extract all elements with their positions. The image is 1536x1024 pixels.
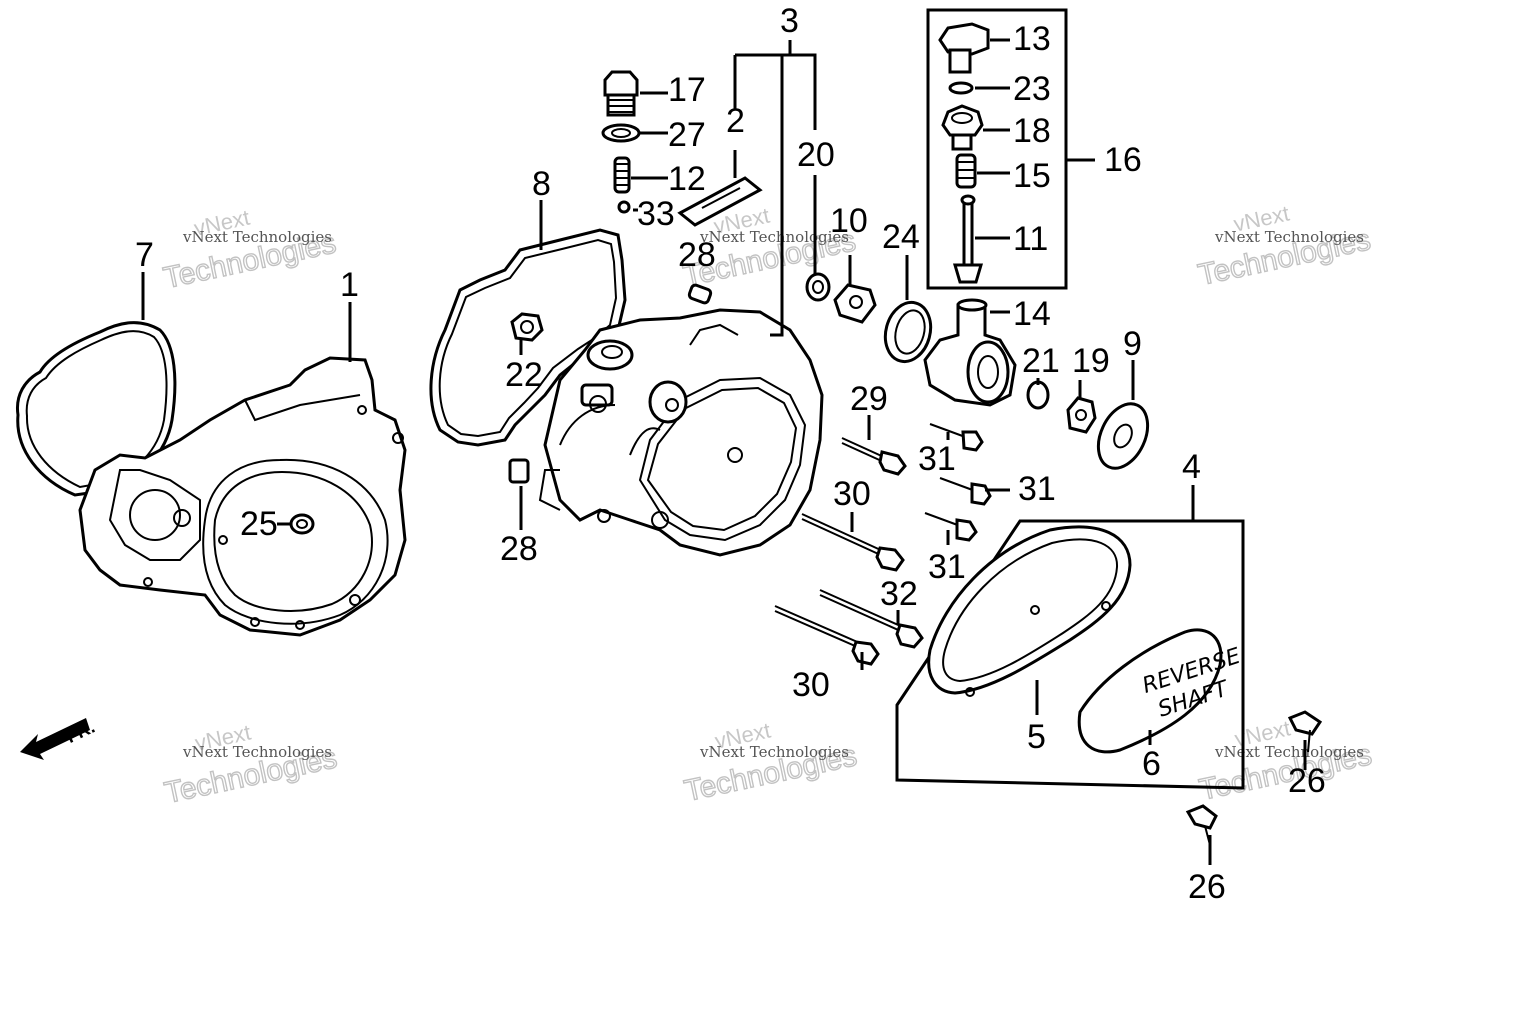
nut-part-22-hole xyxy=(520,320,534,334)
spring-part-12 xyxy=(613,156,631,194)
washer-part-27-hole xyxy=(611,128,631,138)
callout-19: 19 xyxy=(1072,342,1110,380)
callout-23: 23 xyxy=(1013,70,1051,108)
cap-part-18 xyxy=(941,104,984,151)
callout-14: 14 xyxy=(1013,295,1051,333)
dowel-part-28-lower xyxy=(508,458,530,484)
callout-15: 15 xyxy=(1013,157,1051,195)
watermark-small-6: vNext Technologies xyxy=(1214,743,1364,761)
o-ring-inner xyxy=(25,330,168,489)
callout-31-c: 31 xyxy=(928,548,966,586)
assembly-frame-part-4 xyxy=(895,519,1245,790)
callout-29: 29 xyxy=(850,380,888,418)
nut-part-19-hole xyxy=(1075,409,1087,421)
callout-7: 7 xyxy=(135,236,154,274)
front-direction-arrow-icon: FR. xyxy=(20,717,98,760)
gasket-part-8-inner xyxy=(438,238,618,438)
callout-27: 27 xyxy=(668,116,706,154)
callout-1: 1 xyxy=(340,266,359,304)
nut-part-19 xyxy=(1066,396,1097,434)
callout-17: 17 xyxy=(668,71,706,109)
callout-26-lower: 26 xyxy=(1188,868,1226,906)
gasket-part-8 xyxy=(429,228,627,447)
nut-part-22 xyxy=(510,312,544,342)
bolt-part-30-a xyxy=(801,513,905,572)
callout-31-b: 31 xyxy=(1018,470,1056,508)
bolt-part-32 xyxy=(819,589,924,649)
callout-28-lower: 28 xyxy=(500,530,538,568)
plate-part-6: REVERSE SHAFT xyxy=(1077,628,1244,754)
o-ring-part-24-inner xyxy=(894,309,926,355)
callout-24: 24 xyxy=(882,218,920,256)
o-ring-part-7 xyxy=(15,321,177,497)
bolt-part-31-c xyxy=(924,512,978,542)
plug-part-17 xyxy=(603,70,639,117)
washer-part-21 xyxy=(1026,380,1050,410)
bolt-part-31-b xyxy=(939,477,992,506)
callout-numbers: 7 1 8 25 22 28 28 17 27 12 33 2 3 20 10 … xyxy=(135,2,1326,906)
seal-part-25-hole xyxy=(296,519,308,529)
watermark-small-4: vNext Technologies xyxy=(182,743,332,761)
callout-9: 9 xyxy=(1123,325,1142,363)
callout-16: 16 xyxy=(1104,141,1142,179)
leader-lines xyxy=(141,38,1307,865)
washer-part-20 xyxy=(805,272,831,302)
watermark-small-1: vNext Technologies xyxy=(182,228,332,246)
washer-part-27 xyxy=(601,123,641,143)
callout-26-upper: 26 xyxy=(1288,762,1326,800)
watermark-small-3: vNext Technologies xyxy=(1214,228,1364,246)
callout-28-upper: 28 xyxy=(678,236,716,274)
plate-part-2-detail xyxy=(701,187,741,209)
bracket-part-10 xyxy=(833,283,877,324)
plate-part-2 xyxy=(677,176,763,227)
watermark-small-2: vNext Technologies xyxy=(699,228,849,246)
washer-part-20-hole xyxy=(812,280,824,294)
callout-18: 18 xyxy=(1013,112,1051,150)
callout-11: 11 xyxy=(1013,220,1048,258)
valve-part-11 xyxy=(952,194,984,284)
dowel-part-28-upper xyxy=(687,283,713,305)
callout-6: 6 xyxy=(1142,745,1161,783)
bolt-part-30-b xyxy=(774,605,880,666)
washer-part-9 xyxy=(1096,402,1150,470)
callout-25: 25 xyxy=(240,505,278,543)
callout-21: 21 xyxy=(1022,342,1060,380)
callout-5: 5 xyxy=(1027,718,1046,756)
callout-4: 4 xyxy=(1182,448,1201,486)
watermark-small-5: vNext Technologies xyxy=(699,743,849,761)
callout-30-b: 30 xyxy=(792,666,830,704)
callout-22: 22 xyxy=(505,356,543,394)
callout-32: 32 xyxy=(880,575,918,613)
callout-33: 33 xyxy=(637,195,675,233)
bracket-part-10-hole xyxy=(849,295,863,309)
ball-part-33 xyxy=(617,200,631,214)
callout-8: 8 xyxy=(532,165,551,203)
bolt-part-31-a xyxy=(929,423,984,452)
screw-part-26-upper xyxy=(1287,710,1323,753)
callout-30-a: 30 xyxy=(833,475,871,513)
bolt-part-29 xyxy=(841,437,907,476)
housing-part-14 xyxy=(923,298,1017,407)
callout-10: 10 xyxy=(830,202,868,240)
washer-part-23 xyxy=(948,81,974,95)
housing-part-3 xyxy=(538,308,824,557)
cover-part-5 xyxy=(927,525,1132,697)
spring-part-15 xyxy=(955,153,977,189)
seal-part-25 xyxy=(289,513,315,535)
assembly-box-part-16 xyxy=(926,8,1068,290)
callout-13: 13 xyxy=(1013,20,1051,58)
washer-part-9-hole xyxy=(1113,423,1133,449)
direction-label: FR. xyxy=(63,717,98,747)
screw-part-26-lower xyxy=(1185,804,1218,846)
callout-2: 2 xyxy=(726,102,745,140)
callout-3: 3 xyxy=(780,2,799,40)
callout-20: 20 xyxy=(797,136,835,174)
cap-part-13 xyxy=(938,22,990,74)
crankcase-cover-part-1 xyxy=(78,356,407,637)
callout-12: 12 xyxy=(668,160,706,198)
callout-31-a: 31 xyxy=(918,440,956,478)
